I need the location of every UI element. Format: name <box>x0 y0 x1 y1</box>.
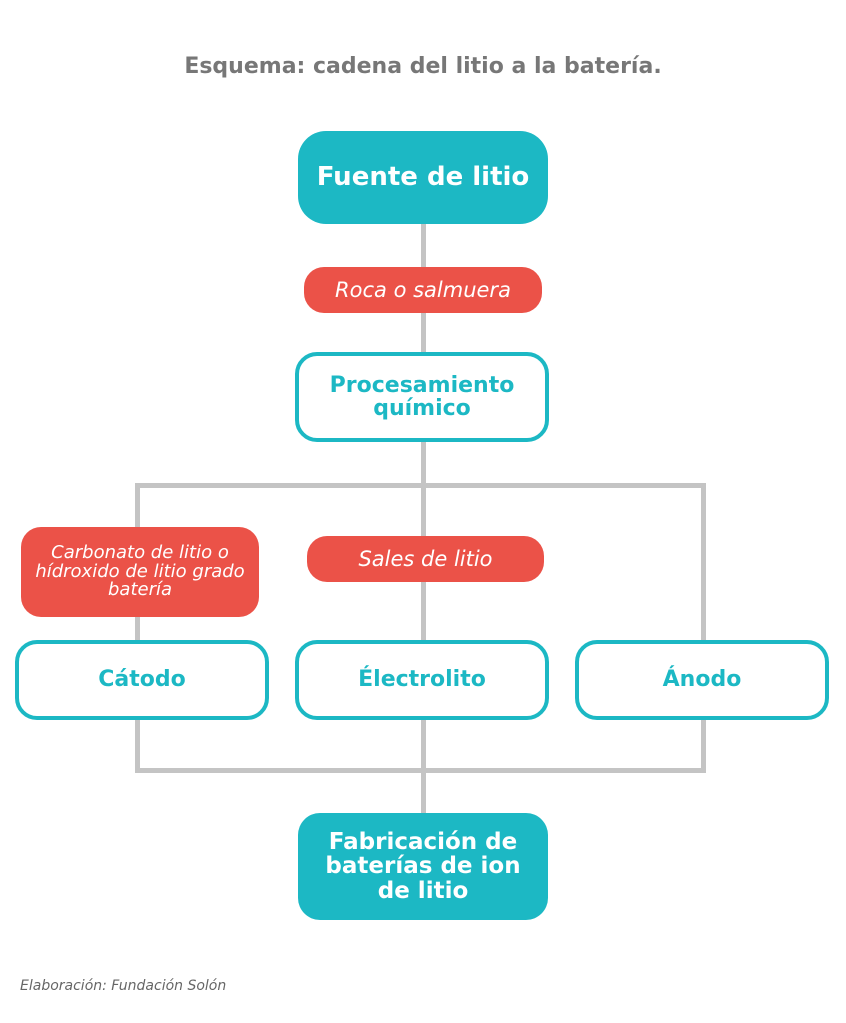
connector-center-vertical <box>421 483 426 772</box>
label-rock-or-brine: Roca o salmuera <box>304 267 542 313</box>
node-electrolyte: Électrolito <box>295 640 549 720</box>
connector-split-horizontal <box>135 483 706 488</box>
label-lithium-salts: Sales de litio <box>307 536 544 582</box>
connector-left-vertical <box>135 483 140 772</box>
node-lithium-source: Fuente de litio <box>298 131 548 224</box>
credit-footer: Elaboración: Fundación Solón <box>20 978 227 994</box>
node-chemical-processing: Procesamiento químico <box>295 352 549 442</box>
connector-right-vertical <box>701 483 706 772</box>
connector-merge-horizontal <box>135 768 706 773</box>
diagram-title: Esquema: cadena del litio a la batería. <box>184 54 662 79</box>
node-anode: Ánodo <box>575 640 829 720</box>
node-cathode: Cátodo <box>15 640 269 720</box>
label-carbonate-hydroxide: Carbonato de litio o hídroxido de litio … <box>21 527 259 617</box>
connector-main-bottom <box>421 768 426 816</box>
node-battery-manufacturing: Fabricación de baterías de ion de litio <box>298 813 548 920</box>
